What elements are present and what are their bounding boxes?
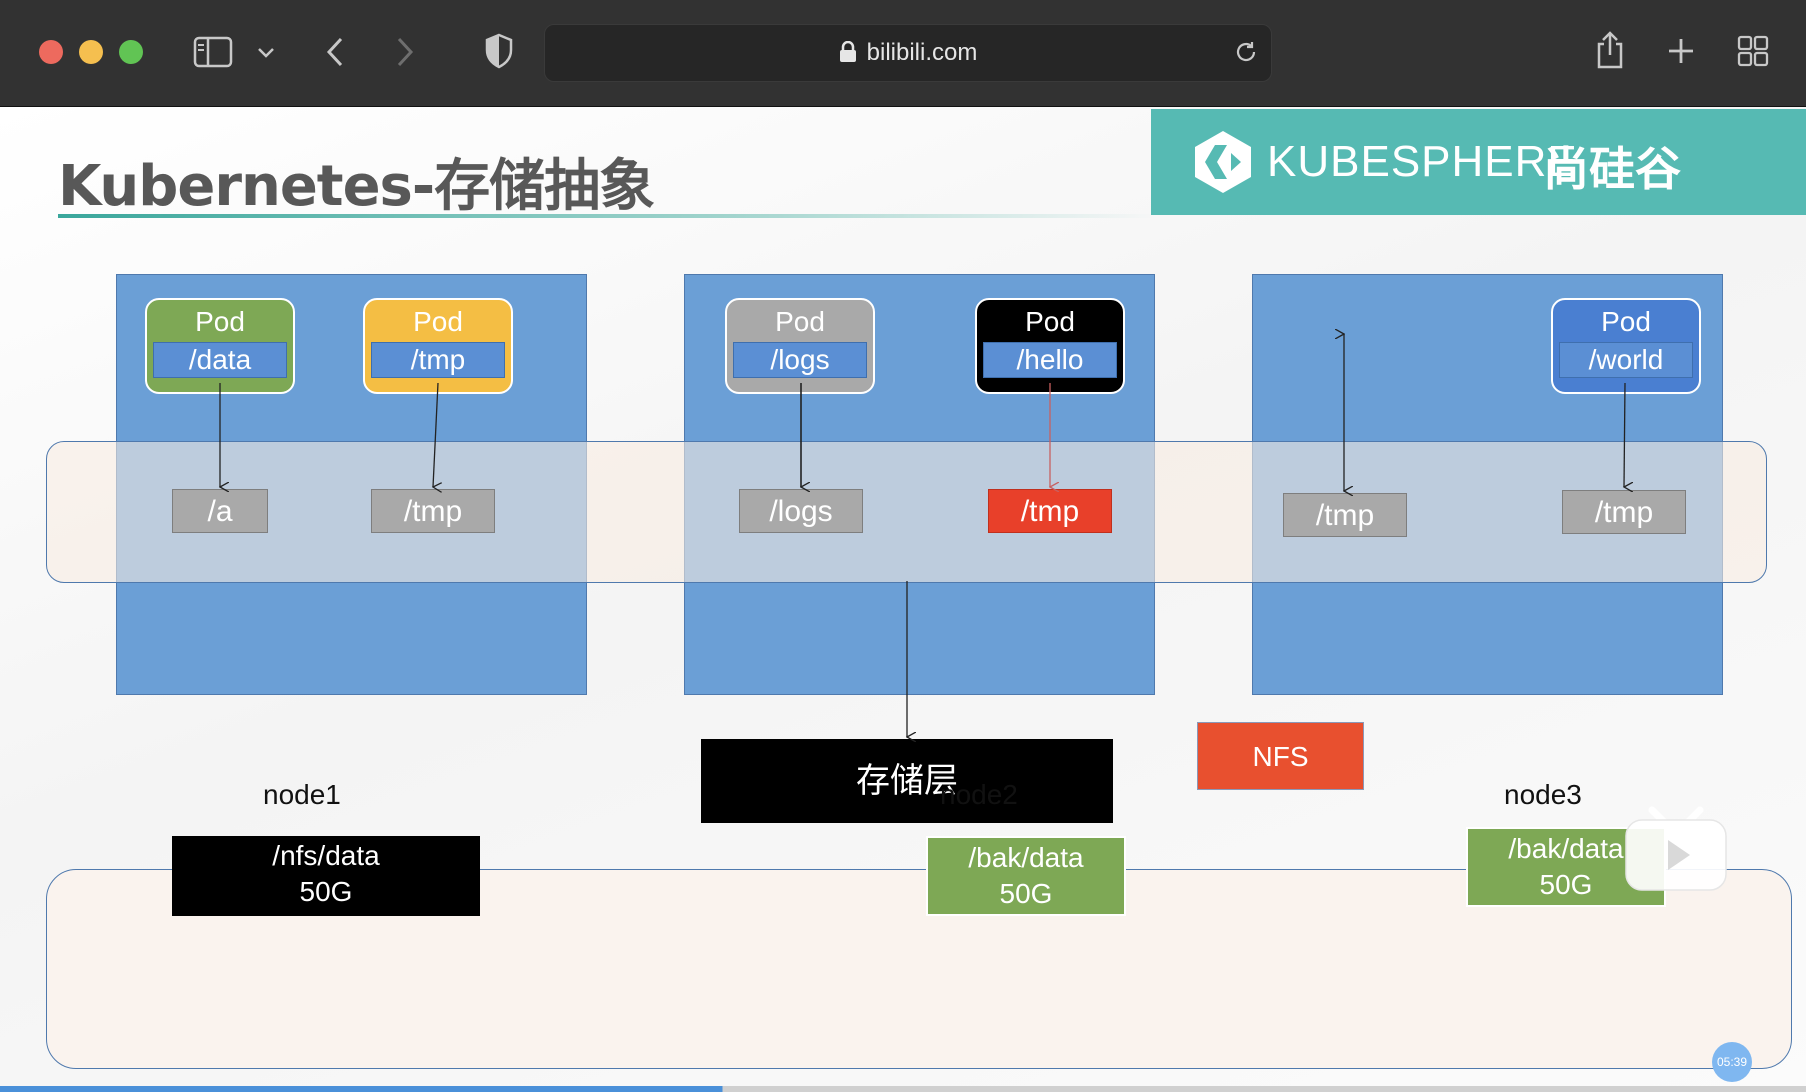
address-bar[interactable]: bilibili.com (544, 24, 1272, 82)
pod-label: Pod (1025, 306, 1075, 337)
disk-size: 50G (999, 878, 1053, 909)
disk-size: 50G (1539, 869, 1593, 900)
chevron-down-icon[interactable] (254, 38, 278, 66)
disk-path: /nfs/data (272, 840, 380, 871)
slide-title: Kubernetes-存储抽象 (58, 154, 655, 219)
disk-size: 50G (299, 876, 353, 907)
disk-node1: /nfs/data 50G (172, 836, 480, 916)
volume-layer-band (46, 441, 1767, 583)
minimize-window-button[interactable] (79, 40, 103, 64)
pod-label: Pod (775, 306, 825, 337)
kubesphere-logo-icon (1195, 131, 1251, 193)
volume-tmp: /tmp (371, 489, 495, 533)
node1-label: node1 (263, 779, 341, 810)
pod-label: Pod (1601, 306, 1651, 337)
url-label: bilibili.com (866, 39, 978, 66)
nfs-label: NFS (1197, 722, 1364, 790)
shield-icon[interactable] (482, 30, 516, 72)
lock-icon (839, 40, 857, 70)
close-window-button[interactable] (39, 40, 63, 64)
pod-tmp: Pod /tmp (363, 298, 513, 394)
new-tab-icon[interactable] (1664, 34, 1698, 68)
brand-name-atguigu: 尚硅谷 (1543, 142, 1681, 196)
pod-mount-path: /logs (733, 342, 867, 378)
node2-label: node2 (940, 779, 1018, 810)
pod-hello: Pod /hello (975, 298, 1125, 394)
pod-mount-path: /hello (983, 342, 1117, 378)
brand-name-kubesphere: KUBESPHERE (1267, 137, 1578, 186)
pod-label: Pod (195, 306, 245, 337)
volume-tmp-red: /tmp (988, 489, 1112, 533)
volume-logs: /logs (739, 489, 863, 533)
browser-toolbar: bilibili.com (0, 0, 1806, 107)
video-slide[interactable]: Kubernetes-存储抽象 KUBESPHERE 尚硅谷 Pod /data… (0, 107, 1806, 1092)
pod-mount-path: /tmp (371, 342, 505, 378)
volume-tmp: /tmp (1562, 490, 1686, 534)
pod-mount-path: /data (153, 342, 287, 378)
node3-label: node3 (1504, 779, 1582, 810)
forward-icon[interactable] (390, 32, 420, 72)
progress-bar[interactable] (0, 1086, 1806, 1092)
pod-logs: Pod /logs (725, 298, 875, 394)
back-icon[interactable] (320, 32, 350, 72)
volume-tmp: /tmp (1283, 493, 1407, 537)
disk-path: /bak/data (968, 842, 1084, 873)
pod-label: Pod (413, 306, 463, 337)
volume-a: /a (172, 489, 268, 533)
disk-path: /bak/data (1508, 833, 1624, 864)
timestamp-badge: 05:39 (1712, 1042, 1752, 1082)
sidebar-icon[interactable] (192, 32, 234, 72)
share-icon[interactable] (1592, 28, 1628, 72)
brand-banner: KUBESPHERE 尚硅谷 (1151, 109, 1806, 215)
storage-layer: 存储层 (701, 739, 1113, 823)
zoom-window-button[interactable] (119, 40, 143, 64)
url-text: bilibili.com (545, 39, 1271, 70)
title-underline (58, 214, 1158, 218)
reload-icon[interactable] (1231, 37, 1261, 67)
pod-data: Pod /data (145, 298, 295, 394)
tab-overview-icon[interactable] (1734, 32, 1772, 70)
bilibili-play-icon[interactable] (1622, 800, 1730, 892)
disk-node2: /bak/data 50G (926, 836, 1126, 916)
pod-mount-path: /world (1559, 342, 1693, 378)
pod-world: Pod /world (1551, 298, 1701, 394)
